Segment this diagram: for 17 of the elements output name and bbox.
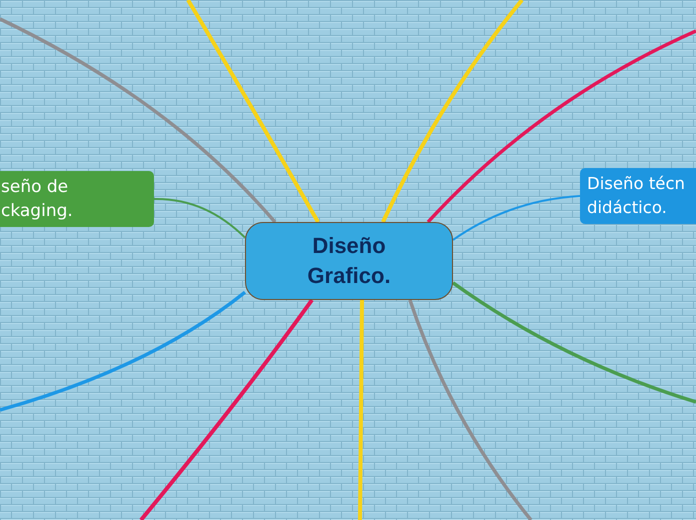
branch-line — [0, 290, 246, 412]
branch-line — [408, 299, 532, 520]
branch-line — [452, 281, 696, 404]
branch-line — [381, 0, 524, 223]
branch-line — [426, 29, 696, 224]
central-topic-box — [245, 222, 453, 300]
branch-line — [358, 300, 364, 520]
branch-line — [154, 198, 246, 238]
branch-line — [139, 298, 314, 520]
central-topic-text: Diseño Grafico. — [306, 232, 392, 290]
branch-line — [452, 195, 580, 241]
branch-line — [186, 0, 320, 223]
topic-box — [580, 168, 696, 224]
branch-line — [0, 17, 276, 224]
topic-text: seño de ckaging. — [1, 176, 74, 223]
topic-box — [0, 171, 154, 227]
topic-text: Diseño técn didáctico. — [587, 173, 686, 219]
